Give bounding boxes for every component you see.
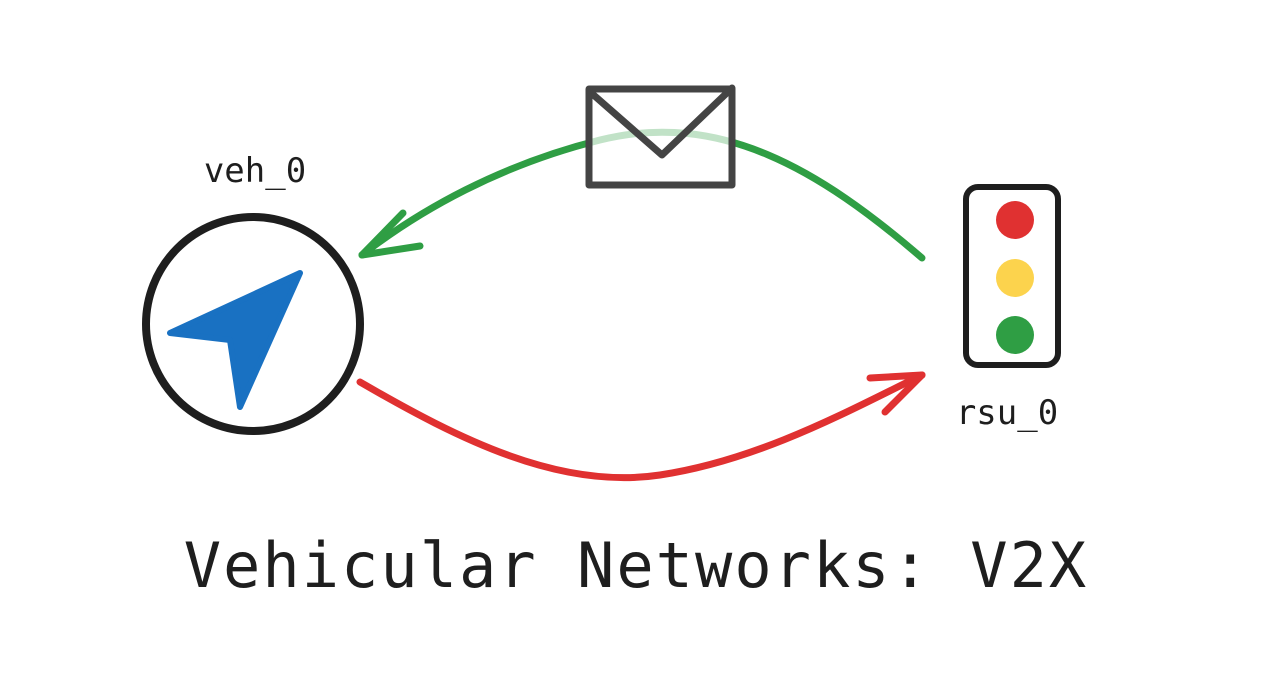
vehicle-to-rsu-arrow [356, 371, 926, 482]
vehicle-node [142, 213, 364, 435]
yellow-light-icon [996, 259, 1034, 297]
red-light-icon [996, 201, 1034, 239]
green-light-icon [996, 316, 1034, 354]
vehicle-label: veh_0 [204, 151, 306, 191]
envelope-icon [585, 84, 736, 189]
traffic-light-icon [963, 184, 1061, 368]
navigation-arrow-icon [167, 270, 303, 410]
rsu-label: rsu_0 [956, 393, 1058, 433]
diagram-title: Vehicular Networks: V2X [184, 529, 1089, 602]
